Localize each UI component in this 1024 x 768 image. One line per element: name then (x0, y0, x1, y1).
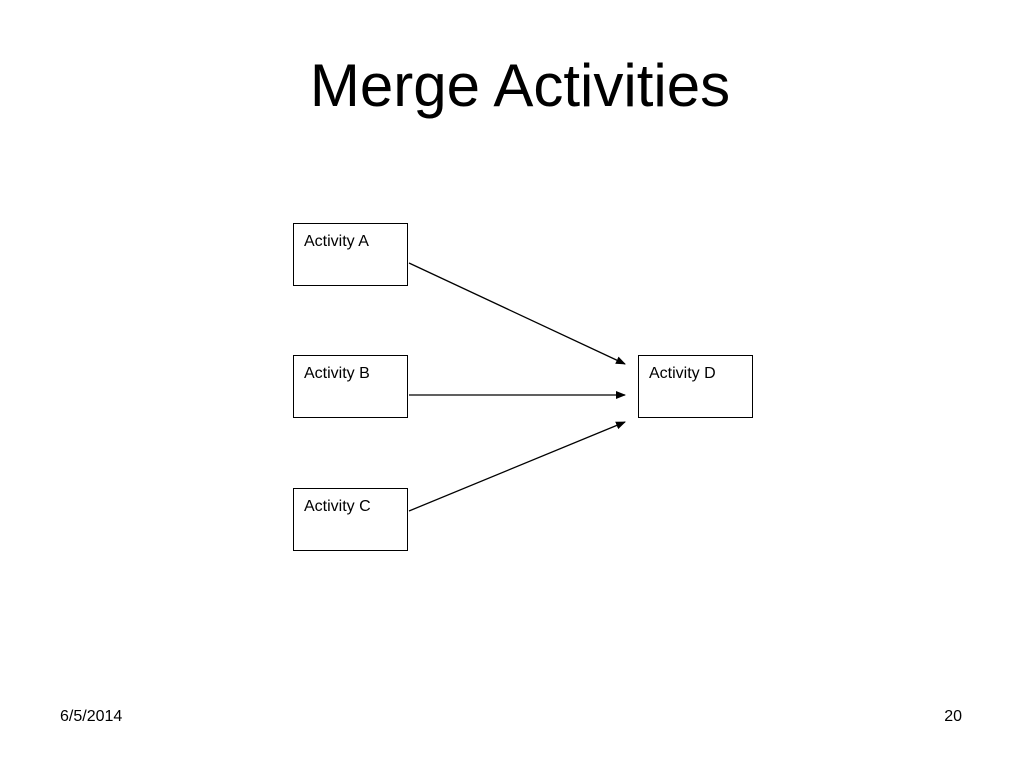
activity-c-box: Activity C (293, 488, 408, 551)
arrow-c-to-d (408, 421, 626, 512)
activity-d-box: Activity D (638, 355, 753, 418)
activity-a-label: Activity A (304, 233, 369, 250)
slide-date: 6/5/2014 (60, 708, 123, 725)
slide-page-number: 20 (944, 708, 962, 725)
activity-d-label: Activity D (649, 365, 716, 382)
arrow-a-to-d (408, 262, 626, 365)
activity-b-label: Activity B (304, 365, 370, 382)
activity-a-box: Activity A (293, 223, 408, 286)
activity-c-label: Activity C (304, 498, 371, 515)
activity-b-box: Activity B (293, 355, 408, 418)
slide-title: Merge Activities (309, 52, 731, 119)
